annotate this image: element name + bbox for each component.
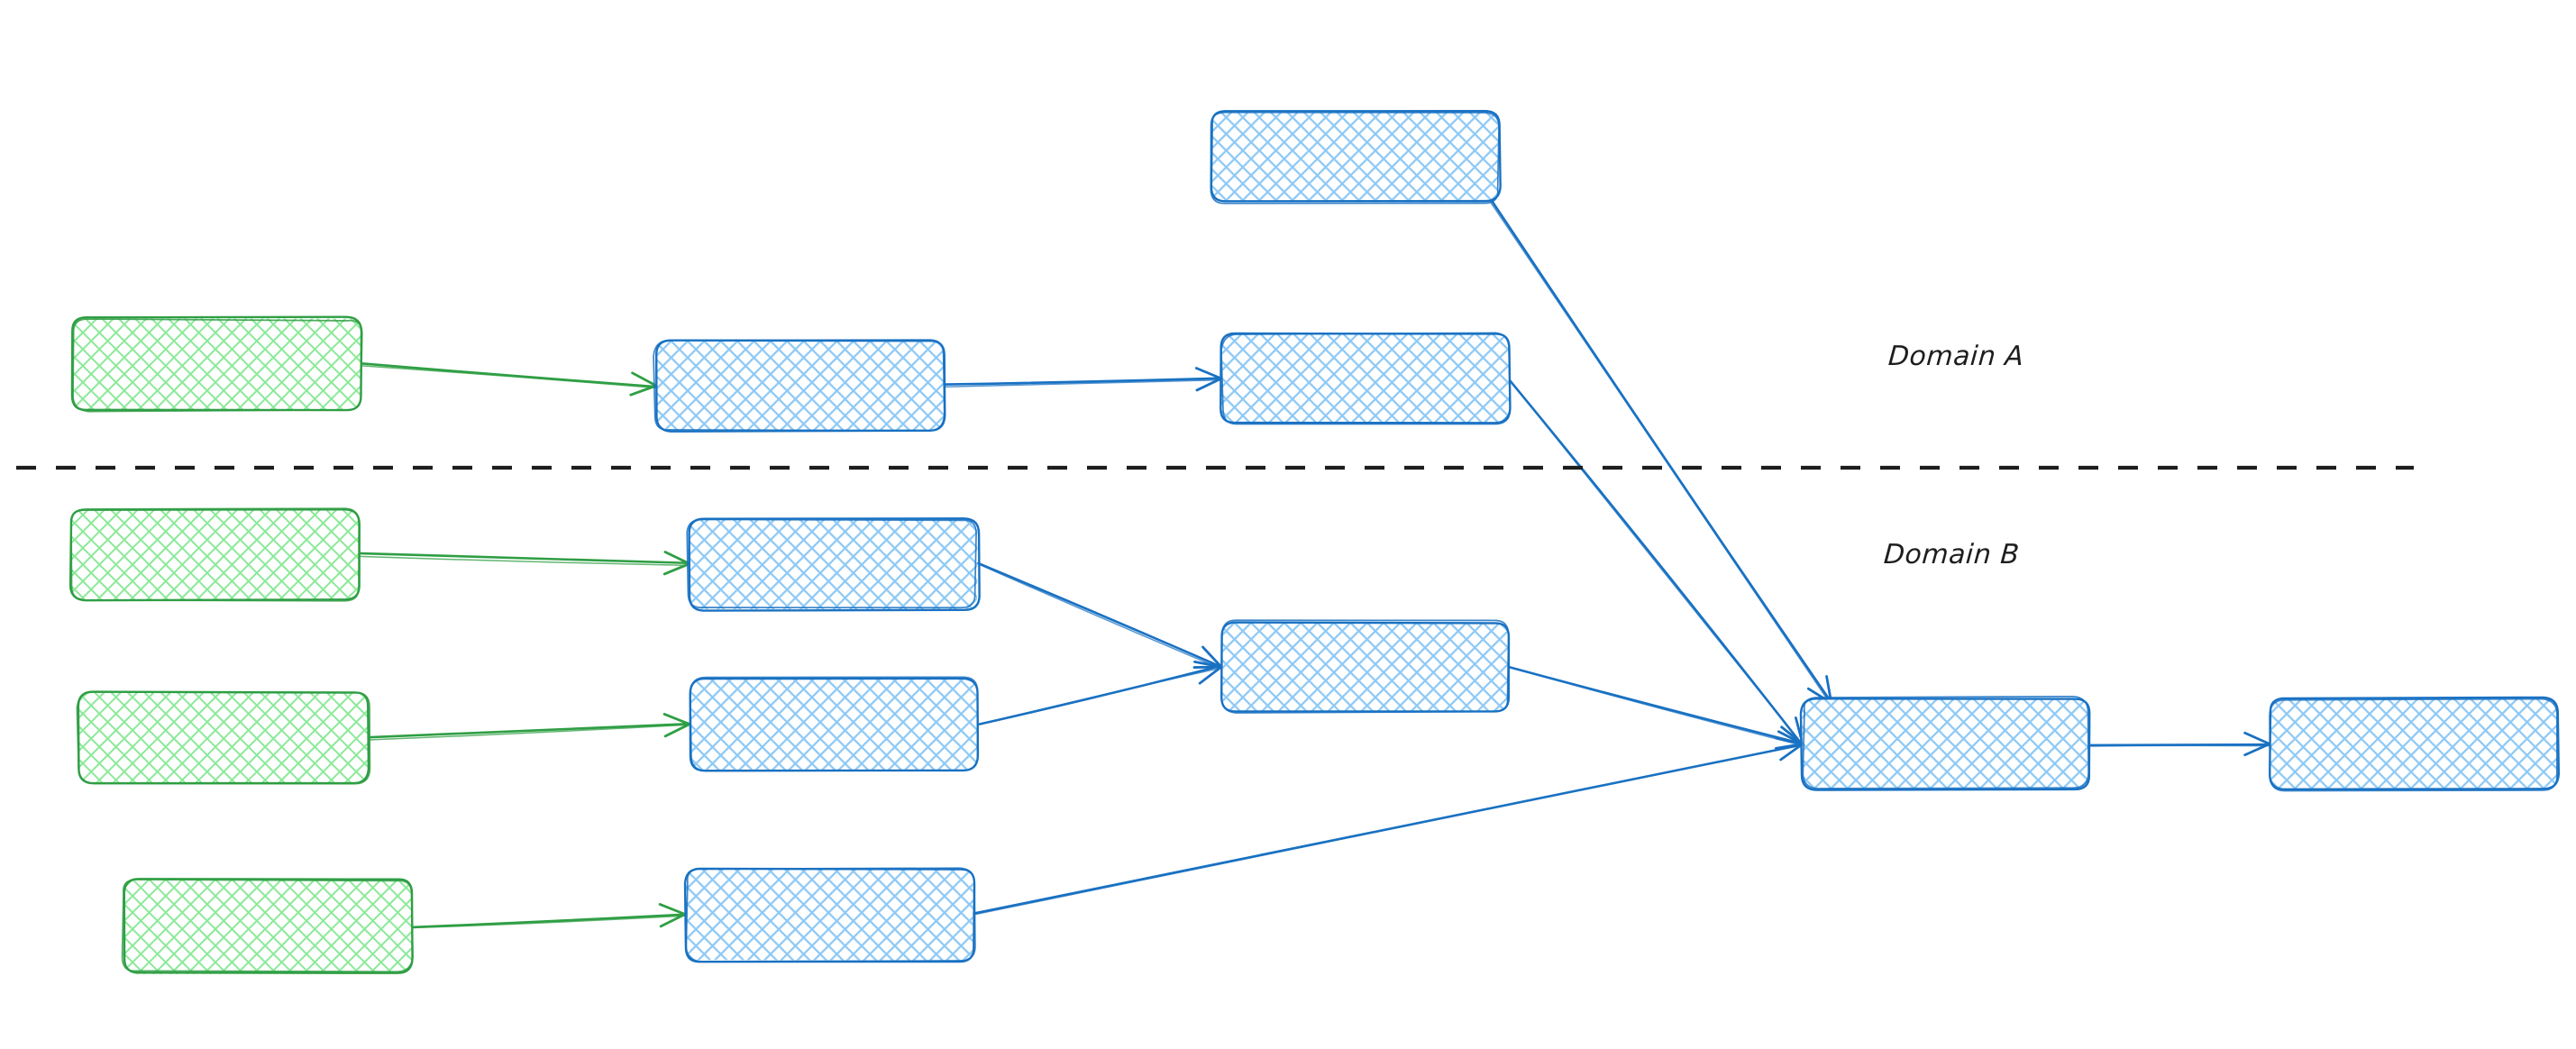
node-b-source-1[interactable] xyxy=(69,507,361,602)
node-b-source-3[interactable] xyxy=(121,878,414,974)
edge-b-aggregate-to-b-output xyxy=(2087,731,2271,757)
node-a-process-1[interactable] xyxy=(653,339,946,433)
edge-a-process-top-to-b-aggregate xyxy=(1485,192,1833,705)
edge-b-source-2-to-b-process-2 xyxy=(367,713,692,741)
edge-b-process-2-to-b-merge xyxy=(976,660,1223,726)
node-a-process-2[interactable] xyxy=(1219,332,1512,425)
domain-a-label: Domain A xyxy=(1886,341,2025,372)
domain-b-label: Domain B xyxy=(1882,539,2021,570)
node-layer xyxy=(69,110,2560,974)
node-b-source-2[interactable] xyxy=(76,690,371,785)
edge-a-process-2-to-b-aggregate xyxy=(1508,378,1804,746)
edge-b-merge-to-b-aggregate xyxy=(1506,665,1804,750)
edge-b-process-1-to-b-merge xyxy=(976,561,1223,670)
edge-a-process-1-to-a-process-2 xyxy=(944,367,1224,392)
node-b-merge[interactable] xyxy=(1220,619,1511,714)
node-b-process-3[interactable] xyxy=(683,867,976,963)
edge-b-process-3-to-b-aggregate xyxy=(971,736,1804,917)
node-a-source-1[interactable] xyxy=(70,315,363,413)
node-a-process-top[interactable] xyxy=(1210,110,1502,205)
node-b-aggregate[interactable] xyxy=(1799,695,2091,791)
node-b-process-2[interactable] xyxy=(689,676,980,772)
edge-layer xyxy=(356,192,2271,929)
node-b-output[interactable] xyxy=(2269,696,2560,792)
edge-a-source-1-to-a-process-1 xyxy=(359,362,658,397)
edge-b-source-1-to-b-process-1 xyxy=(356,551,691,576)
edge-b-source-3-to-b-process-3 xyxy=(409,903,688,929)
node-b-process-1[interactable] xyxy=(686,517,981,612)
